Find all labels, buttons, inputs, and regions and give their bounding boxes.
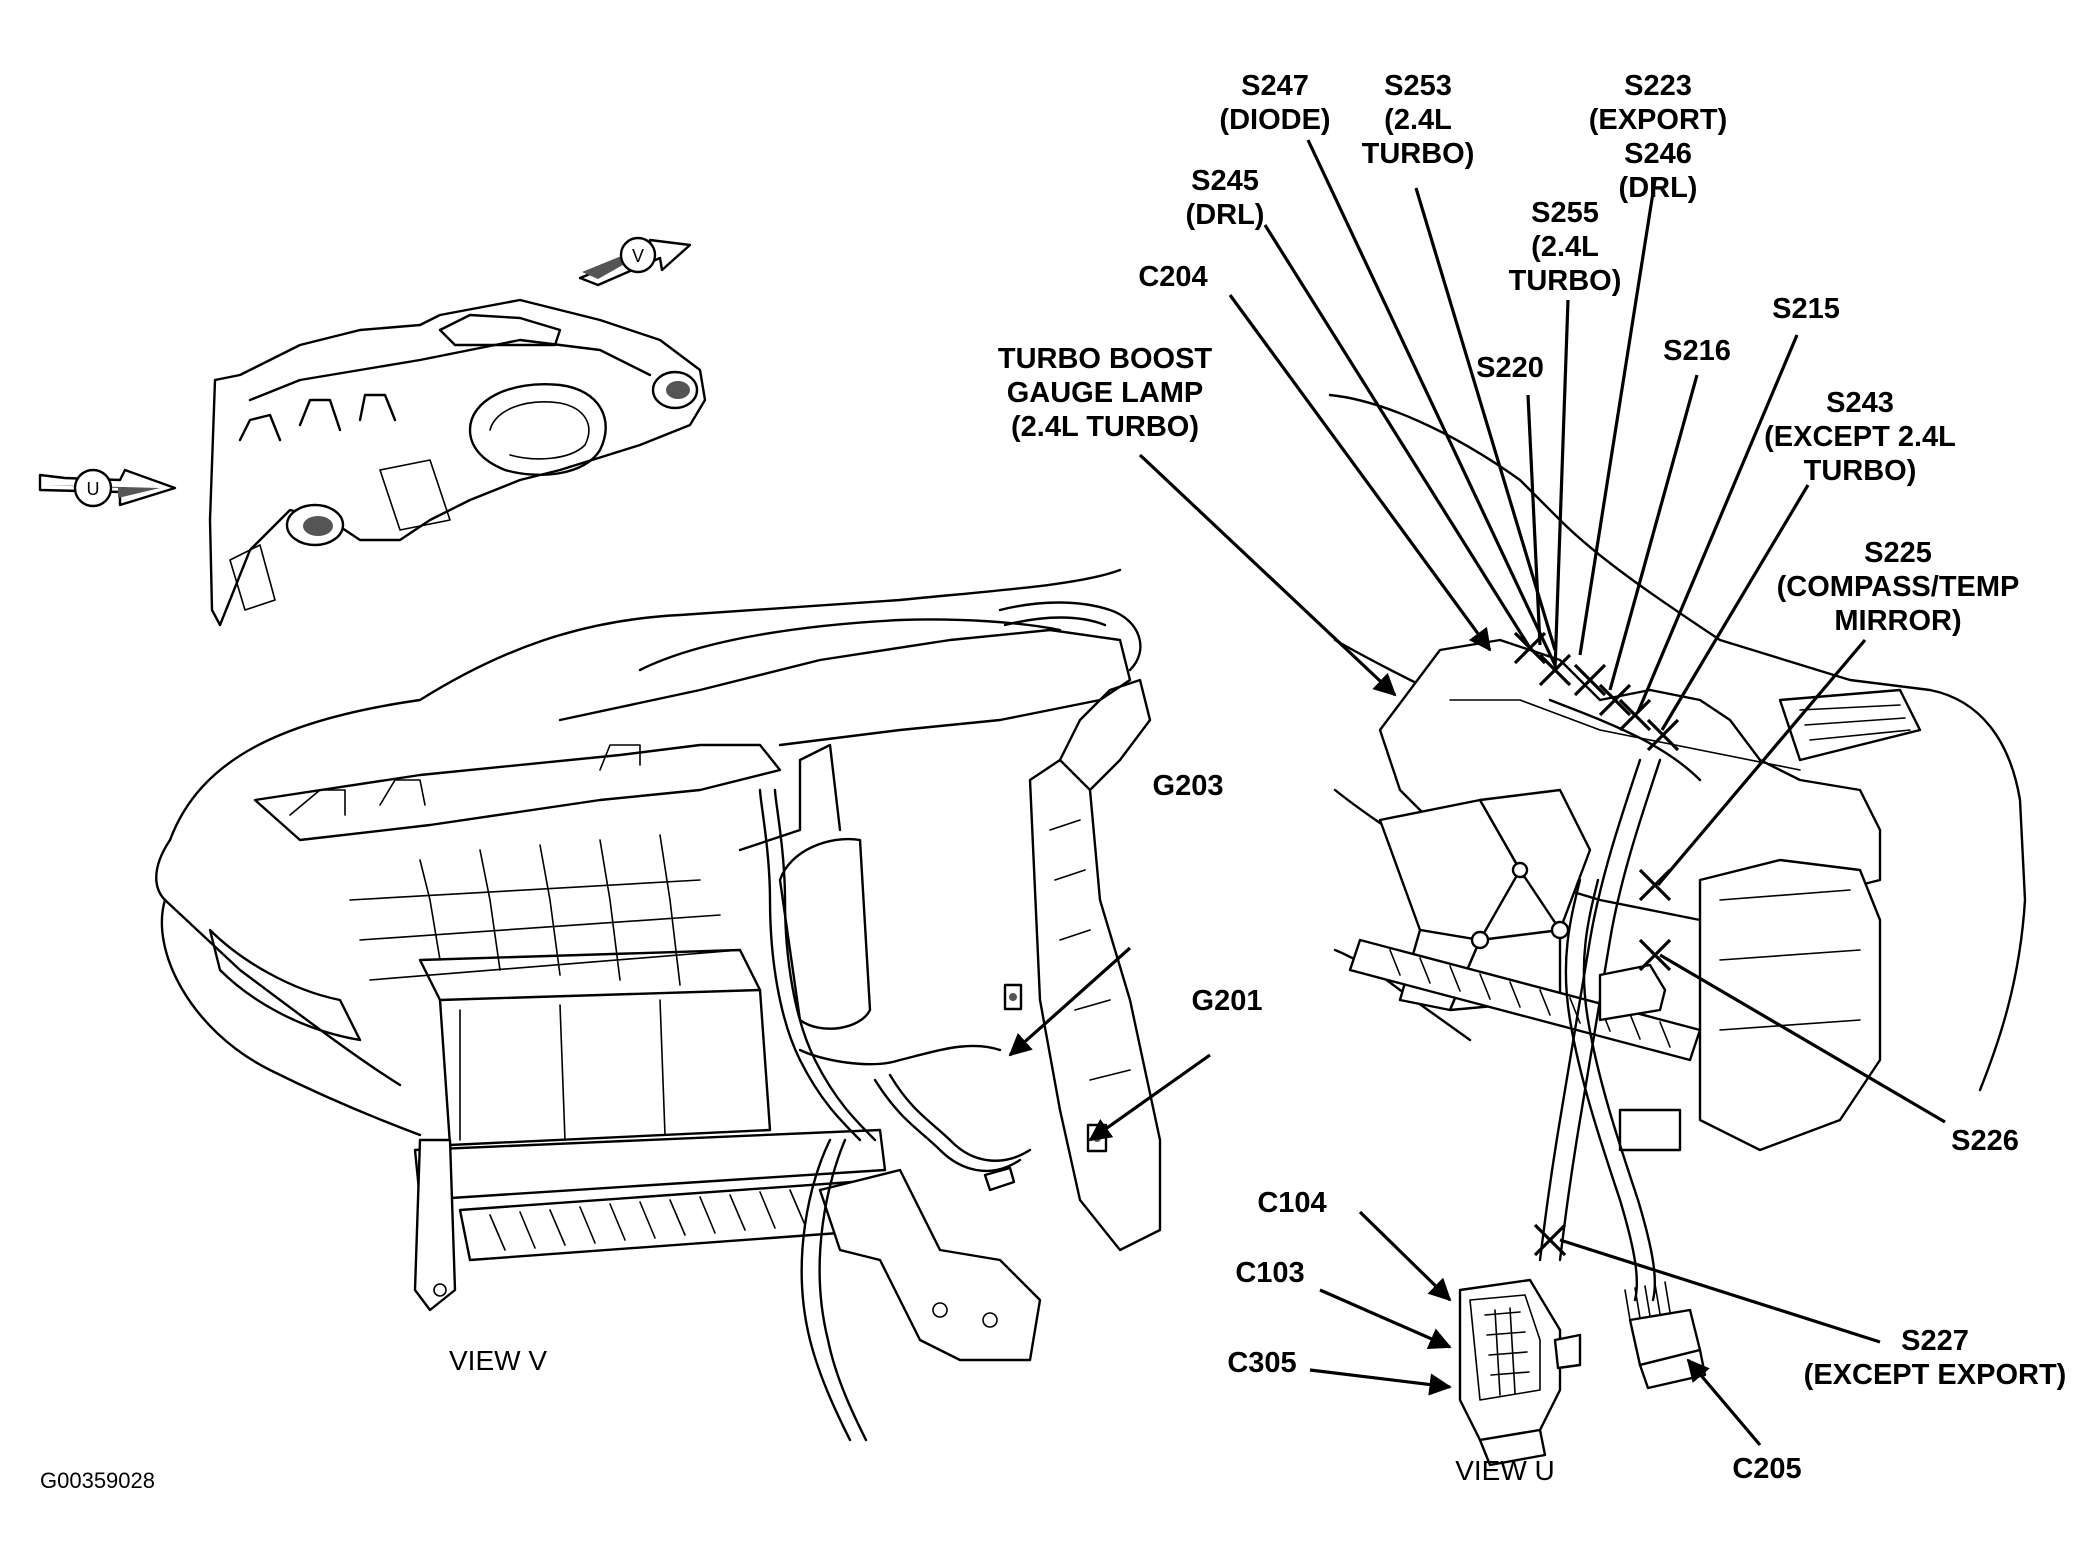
label-c204: C204 <box>1138 261 1207 293</box>
label-c104: C104 <box>1257 1187 1326 1219</box>
view-u-direction-arrow: U <box>38 468 177 508</box>
label-g201: G201 <box>1192 985 1263 1017</box>
label-s220: S220 <box>1476 352 1544 384</box>
s225-line-3: MIRROR) <box>1834 605 1961 637</box>
label-s253: S253 (2.4L TURBO) <box>1362 70 1475 170</box>
s223-line-1: S223 <box>1624 70 1692 102</box>
s247-line-1: S247 <box>1241 70 1309 102</box>
label-s247: S247 (DIODE) <box>1219 70 1330 136</box>
label-c205: C205 <box>1732 1453 1801 1485</box>
s223-line-2: (EXPORT) <box>1589 104 1728 136</box>
view-u-instrument-panel-illustration <box>1328 393 2027 1467</box>
s225-line-1: S225 <box>1864 537 1932 569</box>
c205-connector <box>1624 1281 1707 1390</box>
c104-c103-c305-connector-block <box>1458 1278 1582 1467</box>
label-c305: C305 <box>1227 1347 1296 1379</box>
s245-line-1: S245 <box>1191 165 1259 197</box>
s245-line-2: (DRL) <box>1186 199 1265 231</box>
label-turbo-boost-gauge-lamp: TURBO BOOST GAUGE LAMP (2.4L TURBO) <box>998 343 1213 443</box>
view-u-arrow-letter: U <box>87 479 100 499</box>
label-s227: S227 (EXCEPT EXPORT) <box>1804 1325 2067 1391</box>
s253-line-1: S253 <box>1384 70 1452 102</box>
s227-line-2: (EXCEPT EXPORT) <box>1804 1359 2067 1391</box>
s243-line-3: TURBO) <box>1804 455 1917 487</box>
s255-line-2: (2.4L <box>1531 231 1599 263</box>
view-v-instrument-panel-illustration <box>155 568 1162 1442</box>
view-u-label: VIEW U <box>1455 1455 1555 1486</box>
s255-line-3: TURBO) <box>1509 265 1622 297</box>
callout-leader-lines <box>1008 139 1946 1447</box>
s227-line-1: S227 <box>1901 1325 1969 1357</box>
label-s215: S215 <box>1772 293 1840 325</box>
s253-line-2: (2.4L <box>1384 104 1452 136</box>
turbo-lamp-line-3: (2.4L TURBO) <box>1011 411 1199 443</box>
view-v-direction-arrow: V <box>578 236 692 287</box>
label-c103: C103 <box>1235 1257 1304 1289</box>
instrument-panel-overview-illustration <box>208 298 707 627</box>
label-s243: S243 (EXCEPT 2.4L TURBO) <box>1764 387 1956 487</box>
label-s216: S216 <box>1663 335 1731 367</box>
s247-line-2: (DIODE) <box>1219 104 1330 136</box>
label-s223-s246: S223 (EXPORT) S246 (DRL) <box>1589 70 1728 204</box>
s253-line-3: TURBO) <box>1362 138 1475 170</box>
view-v-label: VIEW V <box>449 1345 547 1376</box>
g203-ground-stud <box>1003 983 1023 1011</box>
label-s225: S225 (COMPASS/TEMP MIRROR) <box>1777 537 2020 637</box>
figure-id: G00359028 <box>40 1468 155 1493</box>
label-s226: S226 <box>1951 1125 2019 1157</box>
turbo-lamp-line-1: TURBO BOOST <box>998 343 1213 375</box>
s246-line-1: S246 <box>1624 138 1692 170</box>
s225-line-2: (COMPASS/TEMP <box>1777 571 2020 603</box>
s246-line-2: (DRL) <box>1619 172 1698 204</box>
label-s255: S255 (2.4L TURBO) <box>1509 197 1622 297</box>
label-s245: S245 (DRL) <box>1186 165 1265 231</box>
s243-line-2: (EXCEPT 2.4L <box>1764 421 1956 453</box>
turbo-lamp-line-2: GAUGE LAMP <box>1007 377 1204 409</box>
view-v-arrow-letter: V <box>632 246 644 266</box>
s243-line-1: S243 <box>1826 387 1894 419</box>
label-g203: G203 <box>1153 770 1224 802</box>
s255-line-1: S255 <box>1531 197 1599 229</box>
